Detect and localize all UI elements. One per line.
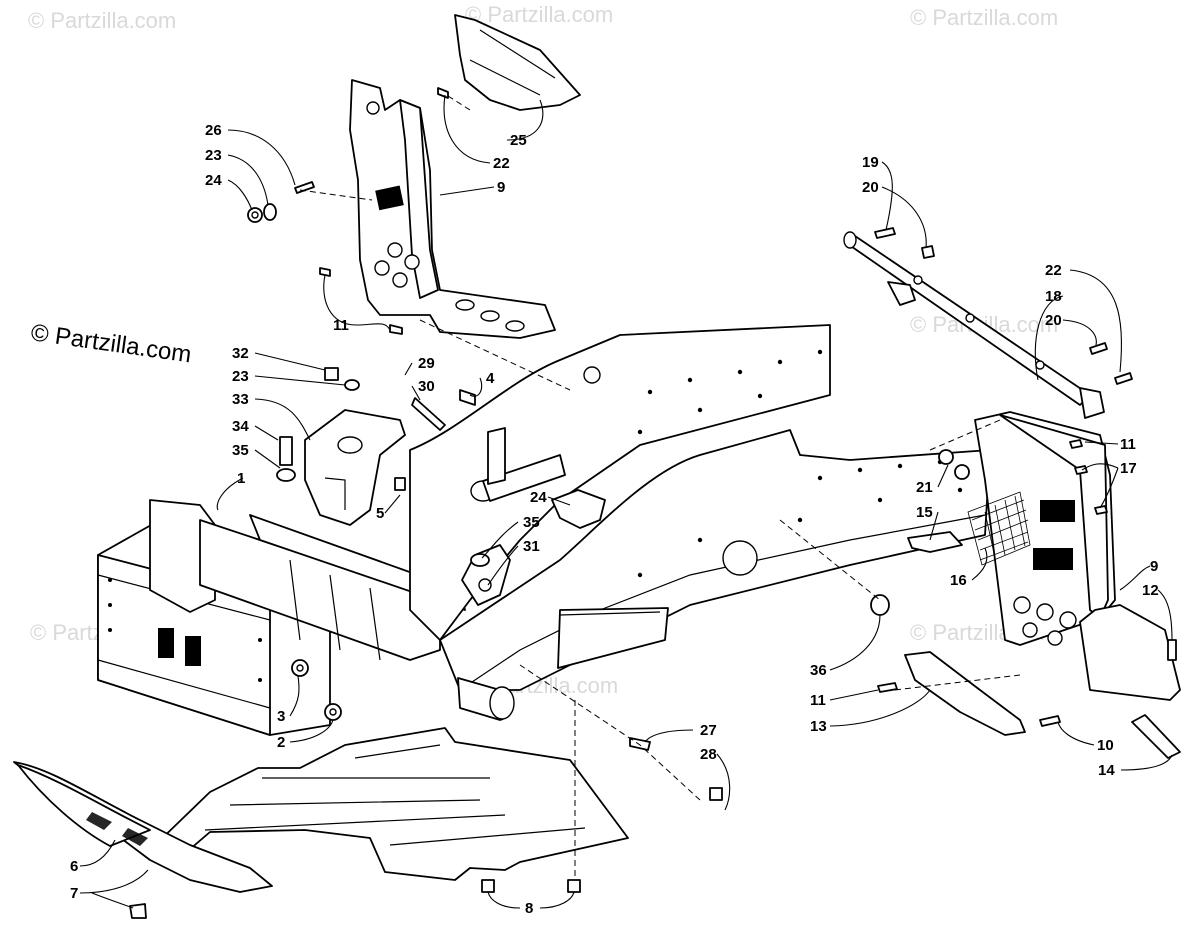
callout-label: 35 (523, 514, 540, 531)
callout-label: 31 (523, 538, 540, 555)
callout-label: 10 (1097, 737, 1114, 754)
callout-label: 19 (862, 154, 879, 171)
callout-label: 22 (493, 155, 510, 172)
callout-label: 24 (530, 489, 547, 506)
callout-label: 34 (232, 418, 249, 435)
callout-label: 30 (418, 378, 435, 395)
callout-label: 20 (1045, 312, 1062, 329)
hardware (129, 87, 1177, 919)
assembly-lines (299, 95, 1021, 880)
callout-label: 28 (700, 746, 717, 763)
callout-label: 20 (862, 179, 879, 196)
upper-steering-bracket (349, 14, 581, 339)
callout-label: 9 (497, 179, 505, 196)
callout-label: 25 (510, 132, 527, 149)
callout-label: 18 (1045, 288, 1062, 305)
callout-label: 3 (277, 708, 285, 725)
watermark-text: © Partzilla.com (910, 5, 1058, 30)
watermark-text: © Partzilla.com (28, 8, 176, 33)
callout-label: 2 (277, 734, 285, 751)
callout-label: 8 (525, 900, 533, 917)
bracket-14 (1131, 714, 1181, 759)
callout-label: 11 (1120, 436, 1136, 453)
callout-label: 35 (232, 442, 249, 459)
callout-label: 24 (205, 172, 222, 189)
callout-label: 33 (232, 391, 249, 408)
callout-label: 22 (1045, 262, 1062, 279)
bracket-24 (551, 489, 606, 529)
callout-label: 5 (376, 505, 384, 522)
callout-label: 23 (232, 368, 249, 385)
callout-label: 13 (810, 718, 827, 735)
callout-label: 1 (237, 470, 245, 487)
callout-label: 36 (810, 662, 827, 679)
callout-label: 7 (70, 885, 78, 902)
rivet-dots (108, 349, 963, 682)
callout-label: 17 (1120, 460, 1137, 477)
callout-label: 27 (700, 722, 717, 739)
callout-label: 12 (1142, 582, 1159, 599)
callout-label: 23 (205, 147, 222, 164)
center-bracket (304, 409, 406, 526)
callout-label: 14 (1098, 762, 1115, 779)
belly-pan (149, 727, 629, 881)
watermark-text: © Partzilla.com (465, 2, 613, 27)
main-chassis (97, 324, 991, 736)
callout-label: 4 (486, 370, 495, 387)
callout-labels: 26 23 24 25 22 9 11 32 23 33 34 35 1 29 … (70, 122, 1159, 917)
callout-label: 11 (810, 692, 826, 709)
callout-label: 16 (950, 572, 967, 589)
leader-lines (79, 94, 1173, 909)
bracket-13 (904, 651, 1026, 736)
front-bumper (13, 761, 273, 893)
callout-label: 9 (1150, 558, 1158, 575)
callout-label: 26 (205, 122, 222, 139)
callout-label: 32 (232, 345, 249, 362)
steering-column (843, 231, 1105, 419)
callout-label: 15 (916, 504, 933, 521)
callout-label: 11 (333, 317, 349, 334)
callout-label: 6 (70, 858, 78, 875)
callout-label: 21 (916, 479, 933, 496)
watermark-main: © Partzilla.com (29, 319, 193, 368)
callout-label: 29 (418, 355, 435, 372)
